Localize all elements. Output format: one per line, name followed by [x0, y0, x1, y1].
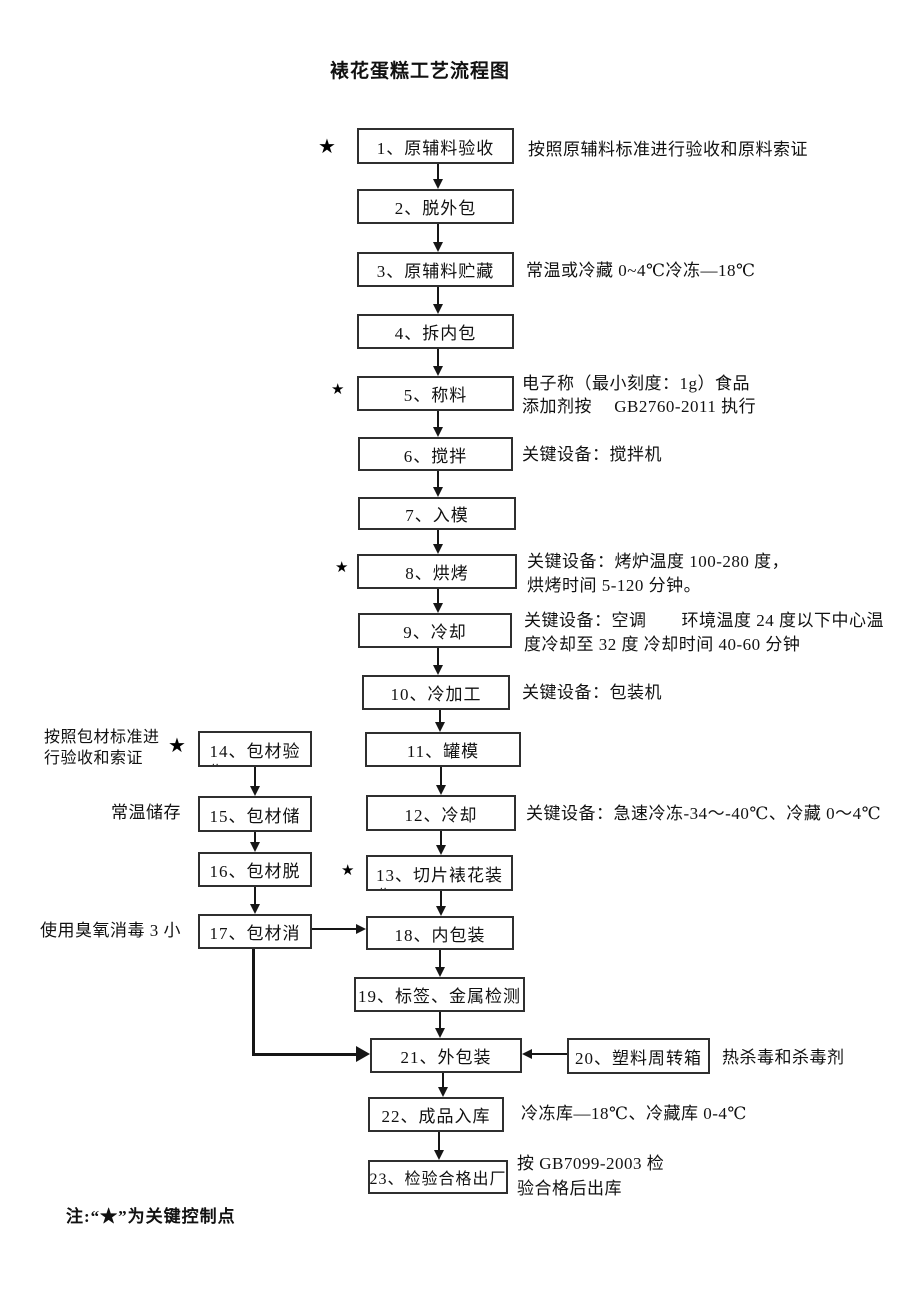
- flow-connector-line: [437, 164, 439, 180]
- node-10-note: 关键设备：包装机: [522, 683, 662, 702]
- flow-arrowhead-icon: [434, 1150, 444, 1160]
- flow-connector-line: [440, 891, 442, 907]
- key-control-star-icon: ★: [335, 558, 349, 576]
- flow-node-7: 7、入模: [358, 497, 516, 530]
- flow-connector-line: [442, 1073, 444, 1088]
- key-control-star-icon: ★: [168, 733, 186, 757]
- flow-connector-line: [440, 831, 442, 846]
- flow-connector-line: [254, 832, 256, 843]
- flow-arrowhead-icon: [436, 906, 446, 916]
- node-12-note: 关键设备：急速冷冻-34～-40℃、冷藏 0～4℃: [526, 804, 882, 823]
- node-1-note: 按照原辅料标准进行验收和原料索证: [528, 140, 808, 159]
- node-23-note: 按 GB7099-2003 检 验合格后出库: [517, 1154, 665, 1198]
- flow-arrowhead-icon: [433, 179, 443, 189]
- flow-node-15: 15、包材储: [198, 796, 312, 832]
- flow-arrowhead-icon: [433, 427, 443, 437]
- node-5-note: 电子称（最小刻度：1g）食品 添加剂按 GB2760-2011 执行: [522, 374, 757, 416]
- node-14-note: 按照包材标准进 行验收和索证: [44, 729, 160, 767]
- node-3-note: 常温或冷藏 0~4℃冷冻—18℃: [526, 261, 756, 280]
- flow-node-13: 13、切片裱花装 ..: [366, 855, 513, 892]
- flow-node-13-label: 13、切片裱花装: [376, 865, 503, 885]
- flow-node-18: 18、内包装: [366, 916, 514, 950]
- flow-node-21: 21、外包装: [370, 1038, 522, 1073]
- clipped-text: ..: [380, 880, 388, 892]
- flow-arrowhead-icon: [250, 786, 260, 796]
- flow-node-22: 22、成品入库: [368, 1097, 504, 1132]
- flow-connector-line: [532, 1053, 567, 1055]
- flow-connector-line: [439, 950, 441, 968]
- flow-arrowhead-icon: [250, 904, 260, 914]
- flow-node-17: 17、包材消: [198, 914, 312, 949]
- flow-connector-line: [437, 530, 439, 545]
- flow-connector-line: [439, 1012, 441, 1029]
- page-title: 裱花蛋糕工艺流程图: [330, 61, 511, 82]
- flow-node-19: 19、标签、金属检测: [354, 977, 525, 1012]
- flow-arrowhead-icon: [250, 842, 260, 852]
- flow-connector-line: [252, 949, 255, 1056]
- flow-node-20: 20、塑料周转箱: [567, 1038, 710, 1074]
- flow-arrowhead-icon: [436, 845, 446, 855]
- flow-connector-line: [437, 411, 439, 428]
- flow-node-6: 6、搅拌: [358, 437, 513, 471]
- flow-connector-line: [440, 767, 442, 786]
- flow-node-3: 3、原辅料贮藏: [357, 252, 514, 287]
- flow-arrowhead-icon: [433, 487, 443, 497]
- key-control-star-icon: ★: [318, 134, 336, 158]
- flow-arrowhead-icon: [433, 366, 443, 376]
- flow-arrowhead-icon: [435, 722, 445, 732]
- key-control-star-icon: ★: [331, 380, 345, 398]
- flow-node-23: 23、检验合格出厂: [368, 1160, 508, 1194]
- flow-arrowhead-icon: [436, 785, 446, 795]
- flow-arrowhead-icon: [435, 1028, 445, 1038]
- flow-arrowhead-icon: [435, 967, 445, 977]
- flow-connector-line: [254, 887, 256, 905]
- flow-connector-line: [437, 648, 439, 666]
- flow-connector-line: [439, 710, 441, 723]
- flow-connector-line: [438, 1132, 440, 1151]
- flow-node-11: 11、罐模: [365, 732, 521, 767]
- flow-node-1: 1、原辅料验收: [357, 128, 514, 164]
- flow-node-14-label: 14、包材验: [209, 741, 301, 761]
- flow-arrowhead-icon: [433, 242, 443, 252]
- node-6-note: 关键设备：搅拌机: [522, 445, 662, 464]
- flow-connector-line: [437, 589, 439, 604]
- flow-connector-line: [437, 224, 439, 243]
- node-8-note: 关键设备：烤炉温度 100-280 度， 烘烤时间 5-120 分钟。: [527, 552, 790, 595]
- flow-connector-line: [312, 928, 357, 930]
- flow-arrowhead-icon: [433, 544, 443, 554]
- flow-connector-line: [252, 1053, 357, 1056]
- flow-node-10: 10、冷加工: [362, 675, 510, 710]
- flow-arrowhead-icon: [433, 304, 443, 314]
- legend-footnote: 注:“★”为关键控制点: [66, 1207, 236, 1226]
- flow-node-16: 16、包材脱: [198, 852, 312, 887]
- flow-arrowhead-icon: [522, 1049, 532, 1059]
- flow-connector-line: [254, 767, 256, 787]
- flow-node-2: 2、脱外包: [357, 189, 514, 224]
- flow-arrowhead-icon: [433, 665, 443, 675]
- node-22-note: 冷冻库—18℃、冷藏库 0-4℃: [521, 1104, 747, 1123]
- node-9-note: 关键设备：空调 环境温度 24 度以下中心温 度冷却至 32 度 冷却时间 40…: [524, 611, 884, 654]
- flow-node-14: 14、包材验 ..: [198, 731, 312, 768]
- flow-connector-line: [437, 287, 439, 305]
- key-control-star-icon: ★: [341, 861, 355, 879]
- flow-node-12: 12、冷却: [366, 795, 516, 831]
- flow-node-4: 4、拆内包: [357, 314, 514, 349]
- clipped-text: ..: [212, 756, 220, 768]
- node-20-note: 热杀毒和杀毒剂: [722, 1048, 845, 1067]
- flow-arrowhead-icon: [438, 1087, 448, 1097]
- node-17-note: 使用臭氧消毒 3 小: [40, 921, 181, 940]
- node-15-note: 常温储存: [111, 803, 181, 822]
- flow-connector-line: [437, 471, 439, 488]
- flow-arrowhead-icon: [356, 1046, 370, 1062]
- flow-node-8: 8、烘烤: [357, 554, 517, 589]
- flow-node-9: 9、冷却: [358, 613, 512, 648]
- flow-connector-line: [437, 349, 439, 367]
- flow-node-5: 5、称料: [357, 376, 514, 411]
- flow-arrowhead-icon: [356, 924, 366, 934]
- flow-arrowhead-icon: [433, 603, 443, 613]
